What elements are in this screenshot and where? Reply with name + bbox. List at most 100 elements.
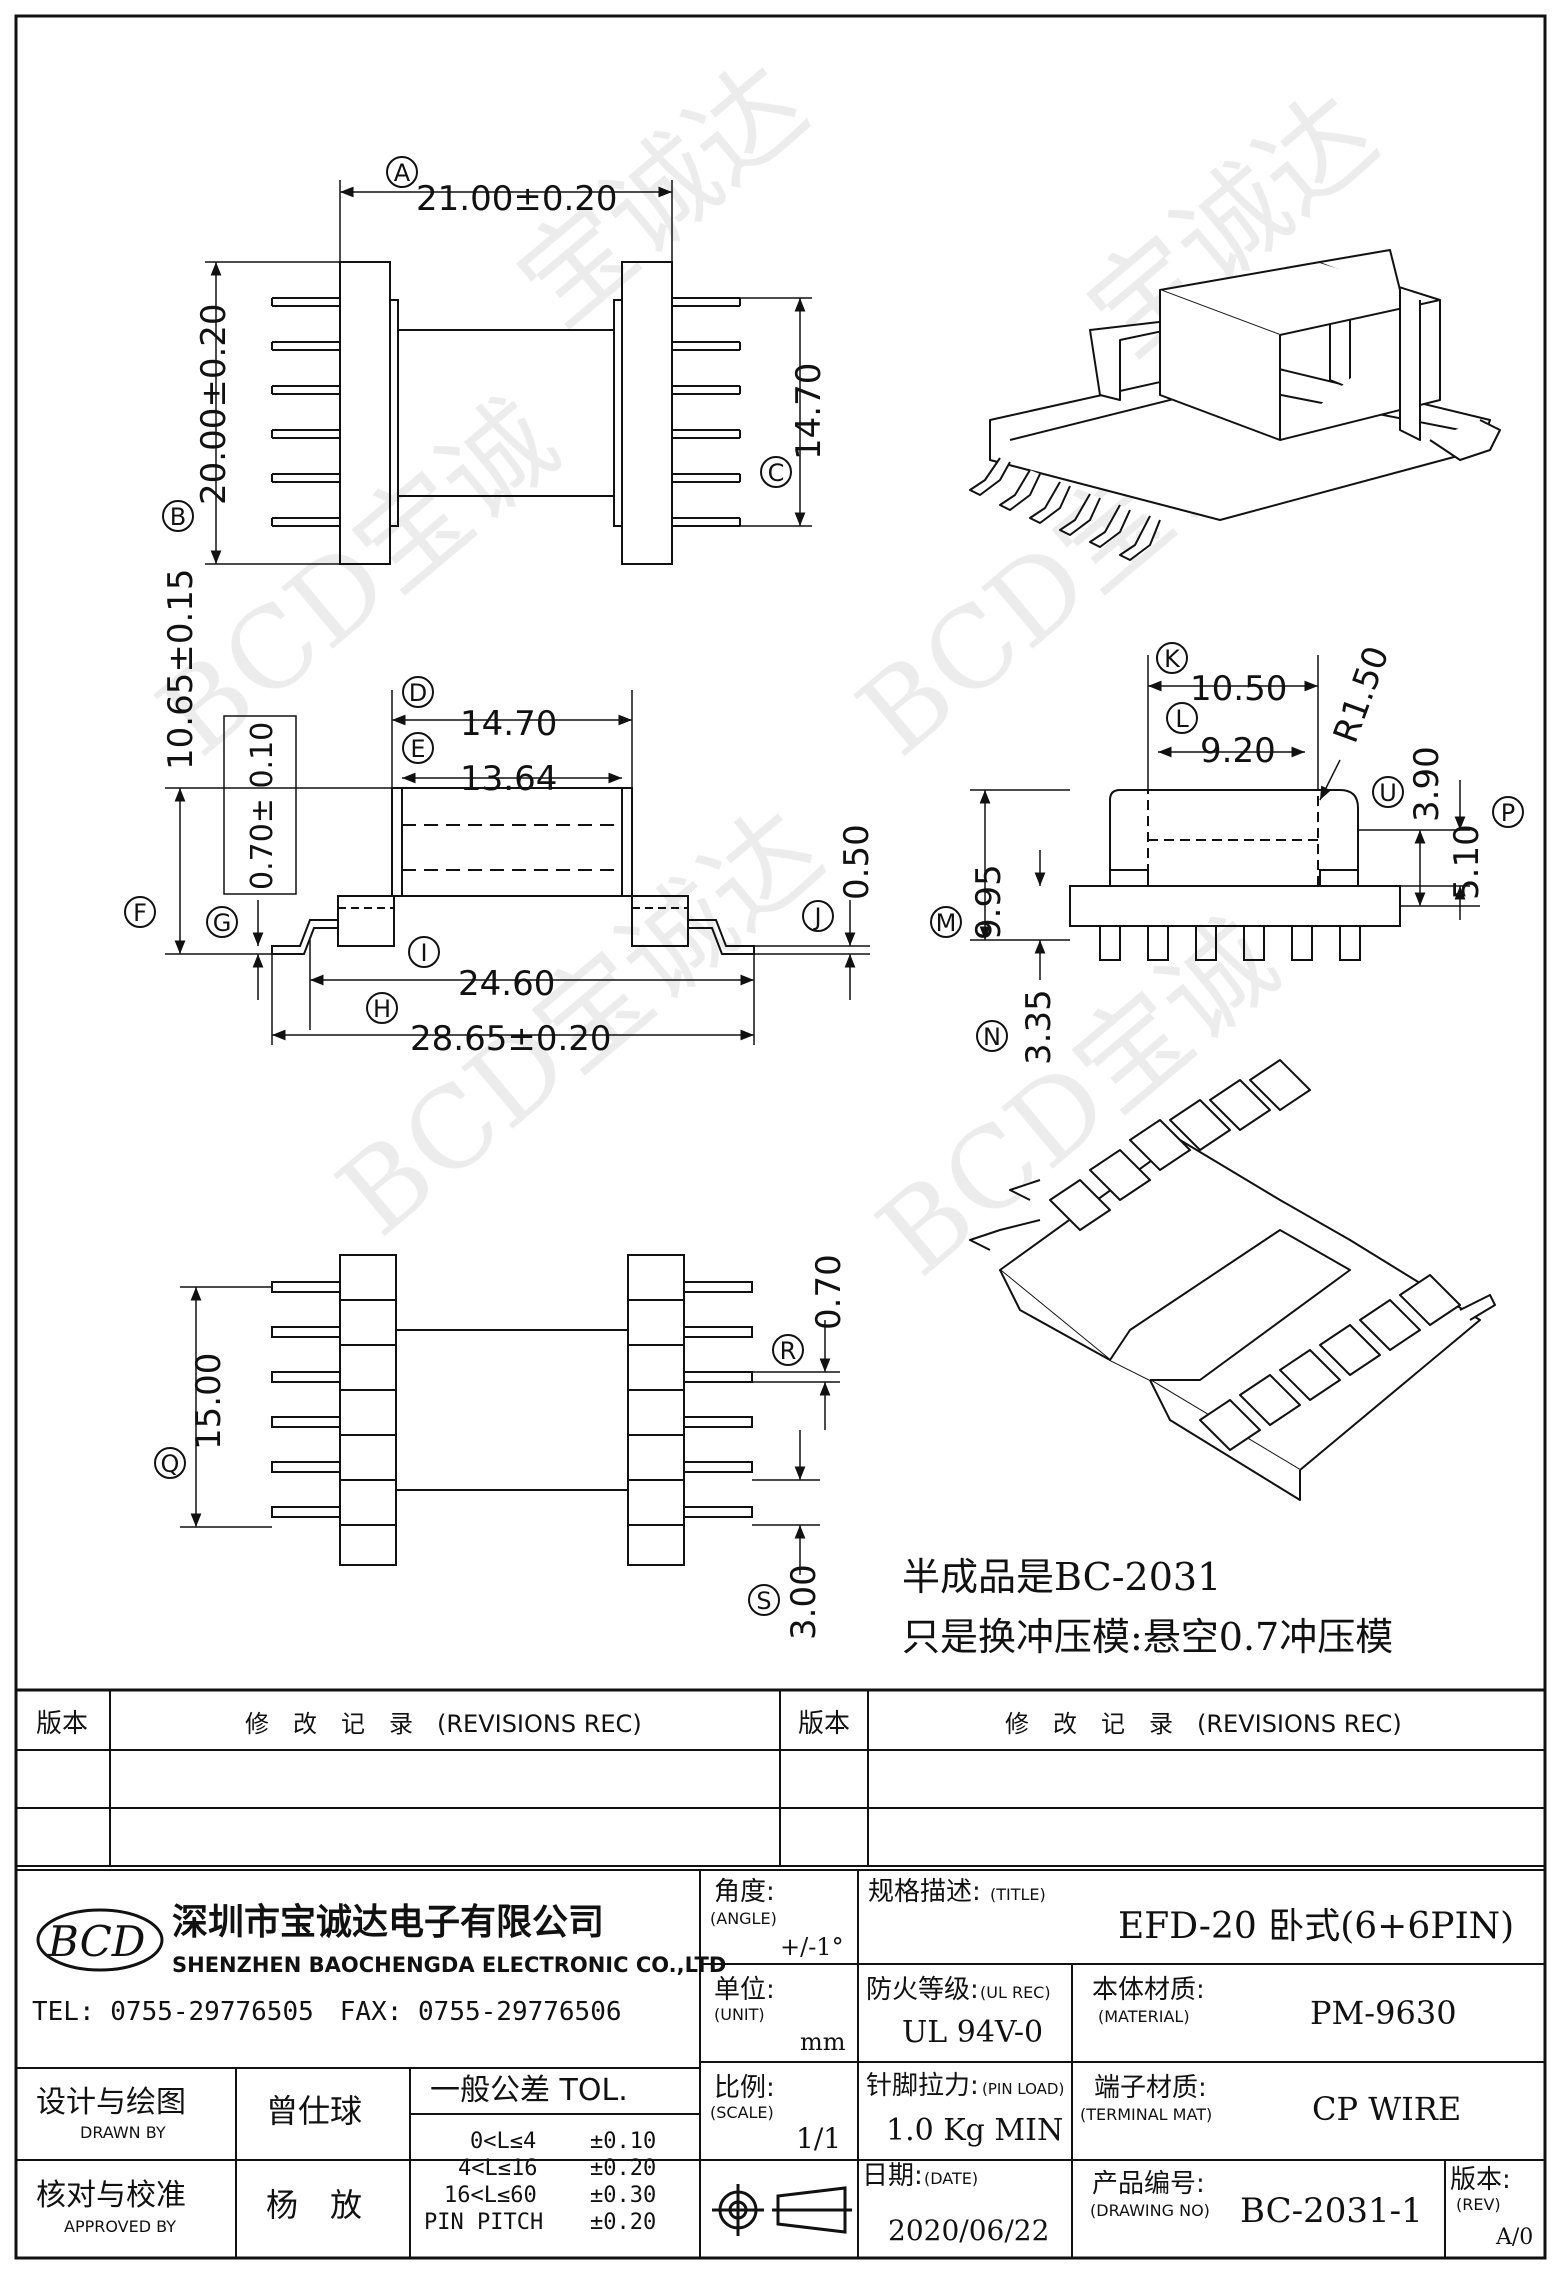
date-label-en: (DATE) xyxy=(924,2169,978,2188)
ul-label-en: (UL REC) xyxy=(980,1983,1051,2002)
rev-header-mid: 修 改 记 录 (REVISIONS REC) xyxy=(245,1710,642,1738)
dim-I-value: 24.60 xyxy=(458,964,555,1004)
pin-label-en: (PIN LOAD) xyxy=(982,2080,1064,2098)
view-side xyxy=(165,690,870,1045)
tol-range-4: PIN PITCH xyxy=(424,2210,543,2235)
svg-text:U: U xyxy=(1379,779,1397,807)
pin-value: 1.0 Kg MIN xyxy=(886,2113,1063,2148)
svg-text:C: C xyxy=(768,459,785,487)
view-bottom xyxy=(180,1254,840,1575)
svg-text:P: P xyxy=(1501,799,1515,827)
svg-text:B: B xyxy=(170,503,186,531)
unit-label-en: (UNIT) xyxy=(714,2005,765,2024)
pin-label: 针脚拉力: xyxy=(866,2071,979,2101)
dim-E-value: 13.64 xyxy=(460,759,557,799)
projection-symbol-icon xyxy=(712,2184,852,2236)
tol-range-1: 0<L≤4 xyxy=(470,2129,536,2154)
mat-label-en: (MATERIAL) xyxy=(1098,2007,1190,2026)
ul-value: UL 94V-0 xyxy=(902,2015,1043,2050)
dwg-label-en: (DRAWING NO) xyxy=(1090,2201,1210,2220)
rev-header-left: 版本 xyxy=(36,1709,88,1739)
design-label-en: DRAWN BY xyxy=(80,2123,166,2142)
svg-text:L: L xyxy=(1175,705,1189,733)
svg-text:G: G xyxy=(213,909,232,937)
callouts xyxy=(124,156,1524,1616)
dim-K-value: 10.50 xyxy=(1190,669,1287,709)
dim-G-value: 0.70± 0.10 xyxy=(245,722,280,890)
svg-text:D: D xyxy=(409,679,427,707)
dim-A-value: 21.00±0.20 xyxy=(416,179,618,219)
note-line-1: 半成品是BC-2031 xyxy=(902,1555,1221,1599)
view-iso-top xyxy=(969,249,1501,561)
rev-header-mid2: 修 改 记 录 (REVISIONS REC) xyxy=(1005,1710,1402,1738)
view-top-front xyxy=(205,180,812,565)
view-side-right xyxy=(970,655,1480,980)
tol-value-1: ±0.10 xyxy=(590,2129,656,2154)
rev-header-right: 版本 xyxy=(798,1709,850,1739)
tol-value-2: ±0.20 xyxy=(590,2156,656,2181)
ul-label: 防火等级: xyxy=(866,1975,979,2005)
callout-letters: ABC DEF GIH JKL UPM NQR S xyxy=(133,159,1515,1615)
dim-B-value: 20.00±0.20 xyxy=(194,303,234,505)
company-logo: BCD xyxy=(36,1908,164,1972)
dwg-label: 产品编号: xyxy=(1092,2169,1205,2199)
dim-H-value: 28.65±0.20 xyxy=(410,1019,612,1059)
title-value: EFD-20 卧式(6+6PIN) xyxy=(1118,1906,1514,1947)
scale-label: 比例: xyxy=(714,2073,775,2103)
angle-value: +/-1° xyxy=(780,1933,844,1961)
company-name-cn: 深圳市宝诚达电子有限公司 xyxy=(172,1902,604,1943)
dim-L-value: 9.20 xyxy=(1200,731,1276,771)
dim-Q-value: 15.00 xyxy=(189,1353,229,1450)
dim-J-value: 0.50 xyxy=(837,824,877,900)
title-block-grid xyxy=(14,1688,1547,2260)
tol-value-4: ±0.20 xyxy=(590,2210,656,2235)
logo-text: BCD xyxy=(47,1917,145,1966)
title-label: 规格描述: xyxy=(868,1877,981,1907)
rev-value: A/0 xyxy=(1495,2225,1533,2250)
scale-value: 1/1 xyxy=(796,2122,841,2155)
unit-value: mm xyxy=(800,2028,846,2056)
dim-U-value: 3.90 xyxy=(1407,746,1447,822)
unit-label: 单位: xyxy=(714,1975,775,2005)
note-line-2: 只是换冲压模:悬空0.7冲压模 xyxy=(902,1615,1393,1659)
svg-text:Q: Q xyxy=(161,1450,180,1478)
view-iso-bottom xyxy=(969,1059,1496,1501)
svg-text:I: I xyxy=(420,939,427,967)
approve-label: 核对与校准 xyxy=(36,2178,186,2213)
dim-C-value: 14.70 xyxy=(789,363,829,460)
svg-text:M: M xyxy=(936,909,957,937)
svg-text:S: S xyxy=(756,1587,771,1615)
dim-F-value: 10.65±0.15 xyxy=(161,568,201,770)
svg-text:F: F xyxy=(133,899,147,927)
svg-text:H: H xyxy=(373,995,391,1023)
term-value: CP WIRE xyxy=(1312,2090,1461,2128)
approve-label-en: APPROVED BY xyxy=(64,2217,176,2236)
tol-title: 一般公差 TOL. xyxy=(430,2073,628,2108)
rev-label-en: (REV) xyxy=(1456,2195,1501,2214)
date-value: 2020/06/22 xyxy=(888,2214,1049,2247)
dim-R-value: 0.70 xyxy=(809,1254,849,1330)
term-label: 端子材质: xyxy=(1094,2073,1207,2103)
title-label-en: (TITLE) xyxy=(990,1885,1046,1904)
company-tel-fax: TEL: 0755-29776505 FAX: 0755-29776506 xyxy=(32,1997,622,2027)
dim-P-value: 5.10 xyxy=(1447,824,1487,900)
dim-R150-value: R1.50 xyxy=(1326,641,1398,748)
date-label: 日期: xyxy=(862,2161,923,2191)
rev-label: 版本: xyxy=(1450,2165,1511,2195)
company-name-en: SHENZHEN BAOCHENGDA ELECTRONIC CO.,LTD xyxy=(172,1953,726,1977)
angle-label: 角度: xyxy=(714,1877,775,1907)
angle-label-en: (ANGLE) xyxy=(710,1909,777,1928)
dim-S-value: 3.00 xyxy=(784,1564,824,1640)
tol-range-3: 16<L≤60 xyxy=(444,2183,537,2208)
svg-text:A: A xyxy=(394,159,411,187)
dwg-value: BC-2031-1 xyxy=(1240,2191,1423,2231)
scale-label-en: (SCALE) xyxy=(710,2103,774,2122)
svg-text:N: N xyxy=(983,1023,1001,1051)
approve-value: 杨 放 xyxy=(266,2186,362,2224)
dim-D-value: 14.70 xyxy=(460,704,557,744)
svg-text:E: E xyxy=(410,735,425,763)
dim-N-value: 3.35 xyxy=(1019,989,1059,1065)
design-label: 设计与绘图 xyxy=(36,2085,186,2120)
tol-value-3: ±0.30 xyxy=(590,2183,656,2208)
svg-text:K: K xyxy=(1164,645,1181,673)
